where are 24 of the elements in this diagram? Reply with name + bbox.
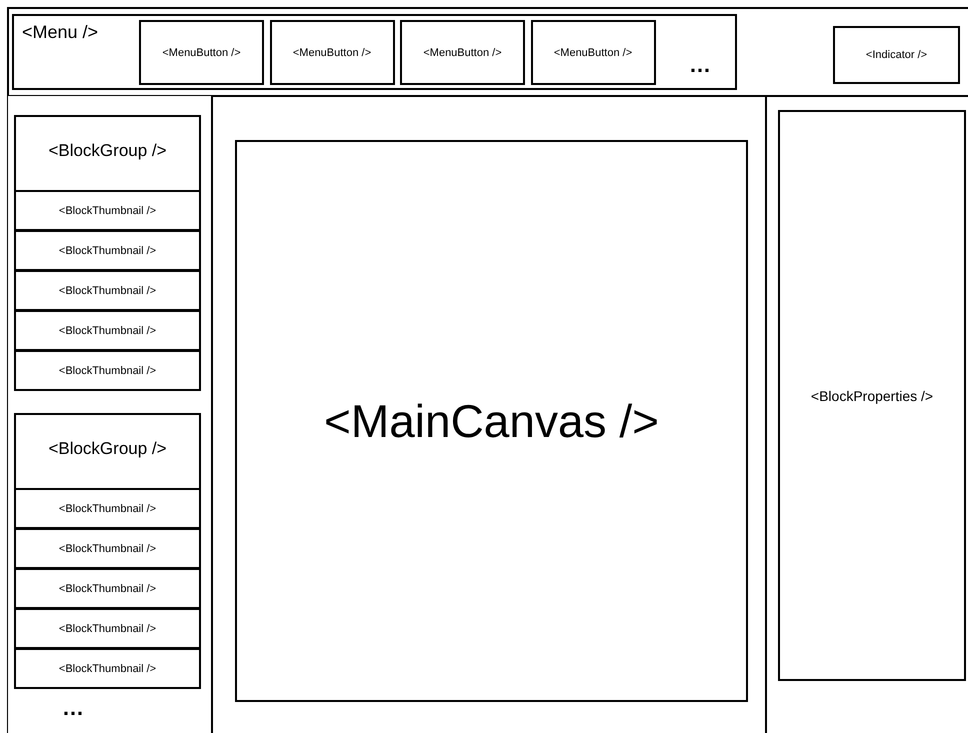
menu-title: <Menu /> — [22, 22, 98, 43]
ellipsis-text: … — [689, 52, 713, 78]
block-group-panel — [14, 115, 201, 391]
group-title: <BlockGroup /> — [47, 439, 168, 459]
menu-button: <MenuButton /> — [139, 20, 264, 85]
main-canvas: <MainCanvas /> — [235, 140, 748, 702]
sidebar-panel — [8, 96, 213, 733]
menu-bar — [12, 14, 737, 90]
thumbnail-item: <BlockThumbnail /> — [14, 190, 201, 231]
thumbnail-item: <BlockThumbnail /> — [14, 568, 201, 609]
thumbnail-item: <BlockThumbnail /> — [14, 230, 201, 271]
thumbnail-item: <BlockThumbnail /> — [14, 488, 201, 529]
ellipsis-text: … — [62, 695, 86, 721]
block-group-panel — [14, 413, 201, 689]
thumbnail-item: <BlockThumbnail /> — [14, 528, 201, 569]
menu-button: <MenuButton /> — [400, 20, 525, 85]
thumbnail-item: <BlockThumbnail /> — [14, 310, 201, 351]
properties-panel: <BlockProperties /> — [778, 110, 966, 681]
thumbnail-item: <BlockThumbnail /> — [14, 608, 201, 649]
menu-button: <MenuButton /> — [270, 20, 394, 85]
group-title: <BlockGroup /> — [47, 141, 168, 161]
menu-button: <MenuButton /> — [530, 20, 656, 85]
thumbnail-item: <BlockThumbnail /> — [14, 270, 201, 311]
status-indicator: <Indicator /> — [833, 26, 960, 84]
